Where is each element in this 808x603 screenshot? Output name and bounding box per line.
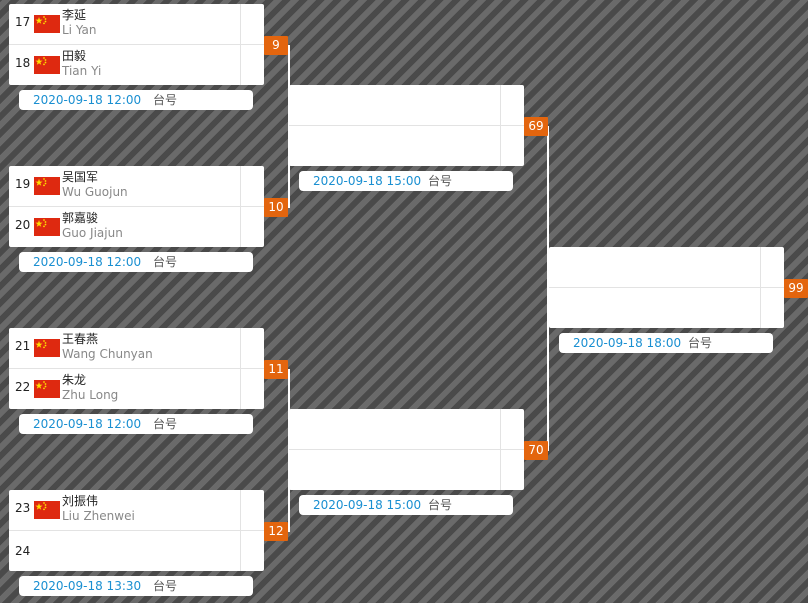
match-info-bar: 2020-09-18 13:30 台号 xyxy=(19,576,253,596)
china-flag-icon xyxy=(34,501,60,519)
player-slot-empty[interactable] xyxy=(289,409,524,450)
player-name-cn: 郭嘉骏 xyxy=(62,211,99,225)
seed-number: 19 xyxy=(15,177,31,191)
seed-number: 20 xyxy=(15,218,31,232)
connector-line xyxy=(547,126,549,451)
player-slot[interactable]: 19 吴国军 Wu Guojun xyxy=(9,166,264,207)
player-name-en: Wang Chunyan xyxy=(62,347,153,361)
score-column xyxy=(240,166,264,247)
table-number-label: 台号 xyxy=(688,336,713,350)
table-number-label: 台号 xyxy=(428,498,453,512)
table-number-label: 台号 xyxy=(153,255,178,269)
match-time: 2020-09-18 12:00 xyxy=(33,255,142,269)
player-slot[interactable]: 21 王春燕 Wang Chunyan xyxy=(9,328,264,369)
match-number-badge[interactable]: 69 xyxy=(524,117,548,136)
player-slot-empty[interactable] xyxy=(289,85,524,126)
china-flag-icon xyxy=(34,56,60,74)
player-name-cn: 田毅 xyxy=(62,49,87,63)
player-slot[interactable]: 20 郭嘉骏 Guo Jiajun xyxy=(9,207,264,247)
match-card-69[interactable] xyxy=(289,85,524,166)
score-column xyxy=(240,490,264,571)
match-number-badge[interactable]: 11 xyxy=(264,360,288,379)
match-time: 2020-09-18 12:00 xyxy=(33,93,142,107)
player-name-cn: 刘振伟 xyxy=(62,494,99,508)
player-slot[interactable]: 17 李延 Li Yan xyxy=(9,4,264,45)
player-name-en: Li Yan xyxy=(62,23,97,37)
player-name-en: Guo Jiajun xyxy=(62,226,123,240)
score-column xyxy=(240,328,264,409)
match-number-badge[interactable]: 70 xyxy=(524,441,548,460)
match-info-bar: 2020-09-18 18:00 台号 xyxy=(559,333,773,353)
match-number-badge[interactable]: 12 xyxy=(264,522,288,541)
match-card-99[interactable] xyxy=(549,247,784,328)
seed-number: 24 xyxy=(15,544,31,558)
player-name-cn: 李延 xyxy=(62,8,87,22)
table-number-label: 台号 xyxy=(153,579,178,593)
table-number-label: 台号 xyxy=(153,93,178,107)
match-info-bar: 2020-09-18 12:00 台号 xyxy=(19,252,253,272)
player-name-cn: 吴国军 xyxy=(62,170,99,184)
player-name-cn: 王春燕 xyxy=(62,332,99,346)
player-slot[interactable]: 18 田毅 Tian Yi xyxy=(9,45,264,85)
match-card-12[interactable]: 23 刘振伟 Liu Zhenwei 24 xyxy=(9,490,264,571)
player-slot-empty[interactable] xyxy=(289,126,524,166)
match-info-bar: 2020-09-18 15:00 台号 xyxy=(299,171,513,191)
match-info-bar: 2020-09-18 12:00 台号 xyxy=(19,414,253,434)
seed-number: 18 xyxy=(15,56,31,70)
china-flag-icon xyxy=(34,380,60,398)
score-column xyxy=(500,409,524,490)
seed-number: 21 xyxy=(15,339,31,353)
player-slot-empty[interactable] xyxy=(549,288,784,328)
match-card-70[interactable] xyxy=(289,409,524,490)
match-time: 2020-09-18 18:00 xyxy=(573,336,682,350)
match-time: 2020-09-18 13:30 xyxy=(33,579,142,593)
score-column xyxy=(760,247,784,328)
score-column xyxy=(500,85,524,166)
table-number-label: 台号 xyxy=(153,417,178,431)
china-flag-icon xyxy=(34,339,60,357)
match-number-badge[interactable]: 99 xyxy=(784,279,808,298)
seed-number: 22 xyxy=(15,380,31,394)
china-flag-icon xyxy=(34,177,60,195)
china-flag-icon xyxy=(34,218,60,236)
seed-number: 23 xyxy=(15,501,31,515)
player-name-en: Tian Yi xyxy=(62,64,102,78)
match-time: 2020-09-18 12:00 xyxy=(33,417,142,431)
player-name-en: Zhu Long xyxy=(62,388,119,402)
table-number-label: 台号 xyxy=(428,174,453,188)
match-card-11[interactable]: 21 王春燕 Wang Chunyan 22 朱龙 Zhu Long xyxy=(9,328,264,409)
match-card-9[interactable]: 17 李延 Li Yan 18 田毅 Tian Yi xyxy=(9,4,264,85)
score-column xyxy=(240,4,264,85)
player-slot-empty[interactable]: 24 xyxy=(9,531,264,571)
player-name-en: Wu Guojun xyxy=(62,185,128,199)
player-name-en: Liu Zhenwei xyxy=(62,509,135,523)
player-slot[interactable]: 22 朱龙 Zhu Long xyxy=(9,369,264,409)
player-name-cn: 朱龙 xyxy=(62,373,87,387)
match-info-bar: 2020-09-18 15:00 台号 xyxy=(299,495,513,515)
player-slot[interactable]: 23 刘振伟 Liu Zhenwei xyxy=(9,490,264,531)
player-slot-empty[interactable] xyxy=(549,247,784,288)
match-info-bar: 2020-09-18 12:00 台号 xyxy=(19,90,253,110)
match-number-badge[interactable]: 9 xyxy=(264,36,288,55)
match-number-badge[interactable]: 10 xyxy=(264,198,288,217)
match-card-10[interactable]: 19 吴国军 Wu Guojun 20 郭嘉骏 Guo Jiajun xyxy=(9,166,264,247)
player-slot-empty[interactable] xyxy=(289,450,524,490)
seed-number: 17 xyxy=(15,15,31,29)
china-flag-icon xyxy=(34,15,60,33)
match-time: 2020-09-18 15:00 xyxy=(313,174,422,188)
match-time: 2020-09-18 15:00 xyxy=(313,498,422,512)
